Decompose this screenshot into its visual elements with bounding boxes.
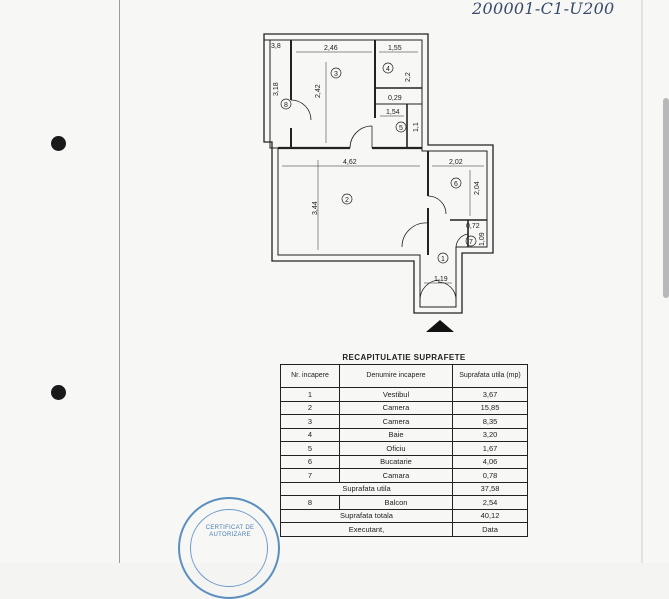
dim-label: 2,46 — [324, 45, 338, 52]
dim-label: 3,18 — [273, 82, 280, 96]
punch-hole-bottom — [51, 385, 66, 400]
punch-hole-top — [51, 136, 66, 151]
dim-label: 1,55 — [388, 45, 402, 52]
room-number: 2 — [345, 197, 349, 204]
scrollbar-thumb[interactable] — [663, 98, 669, 298]
room-number: 4 — [386, 66, 390, 73]
room-number: 5 — [399, 125, 403, 132]
room-number: 1 — [441, 256, 445, 263]
stamp-inner-ring — [190, 509, 268, 587]
dim-label: 1,54 — [386, 109, 400, 116]
dim-label: 2,02 — [449, 159, 463, 166]
dim-label: 2,04 — [474, 181, 481, 195]
dim-label: 3,44 — [312, 201, 319, 215]
dim-label: 1,09 — [479, 232, 486, 246]
dim-label: 0,72 — [466, 223, 480, 230]
dim-label: 4,62 — [343, 159, 357, 166]
page-edge — [641, 0, 643, 563]
header-nr: Nr. incapere — [280, 364, 340, 388]
room-number: 8 — [284, 102, 288, 109]
room-number: 6 — [454, 181, 458, 188]
page-fold-line — [119, 0, 120, 563]
dim-label: 0,29 — [388, 95, 402, 102]
entrance-arrow-icon — [426, 320, 454, 332]
signature-row: Executant,Data — [280, 522, 528, 537]
authorization-stamp: CERTIFICAT DE AUTORIZARE — [178, 497, 280, 599]
stamp-text: CERTIFICAT DE AUTORIZARE — [205, 525, 255, 538]
header-denumire: Denumire incapere — [339, 364, 453, 388]
table-title: RECAPITULATIE SUPRAFETE — [342, 353, 466, 362]
dim-label: 2,2 — [405, 72, 412, 82]
handwritten-reference: 200001-C1-U200 — [472, 0, 615, 18]
floor-plan: 3,8 2,46 1,55 3,18 2,42 2,2 0,29 1,54 1,… — [263, 33, 494, 332]
dim-label: 2,42 — [315, 84, 322, 98]
header-suprafata: Suprafata utila (mp) — [452, 364, 528, 388]
room-number: 7 — [469, 239, 473, 246]
dim-label: 1,1 — [413, 122, 420, 132]
room-number: 3 — [334, 71, 338, 78]
dim-label: 1,19 — [434, 276, 448, 283]
dim-label: 3,8 — [271, 43, 281, 50]
area-summary-table: Nr. incapere Denumire incapere Suprafata… — [280, 364, 528, 537]
